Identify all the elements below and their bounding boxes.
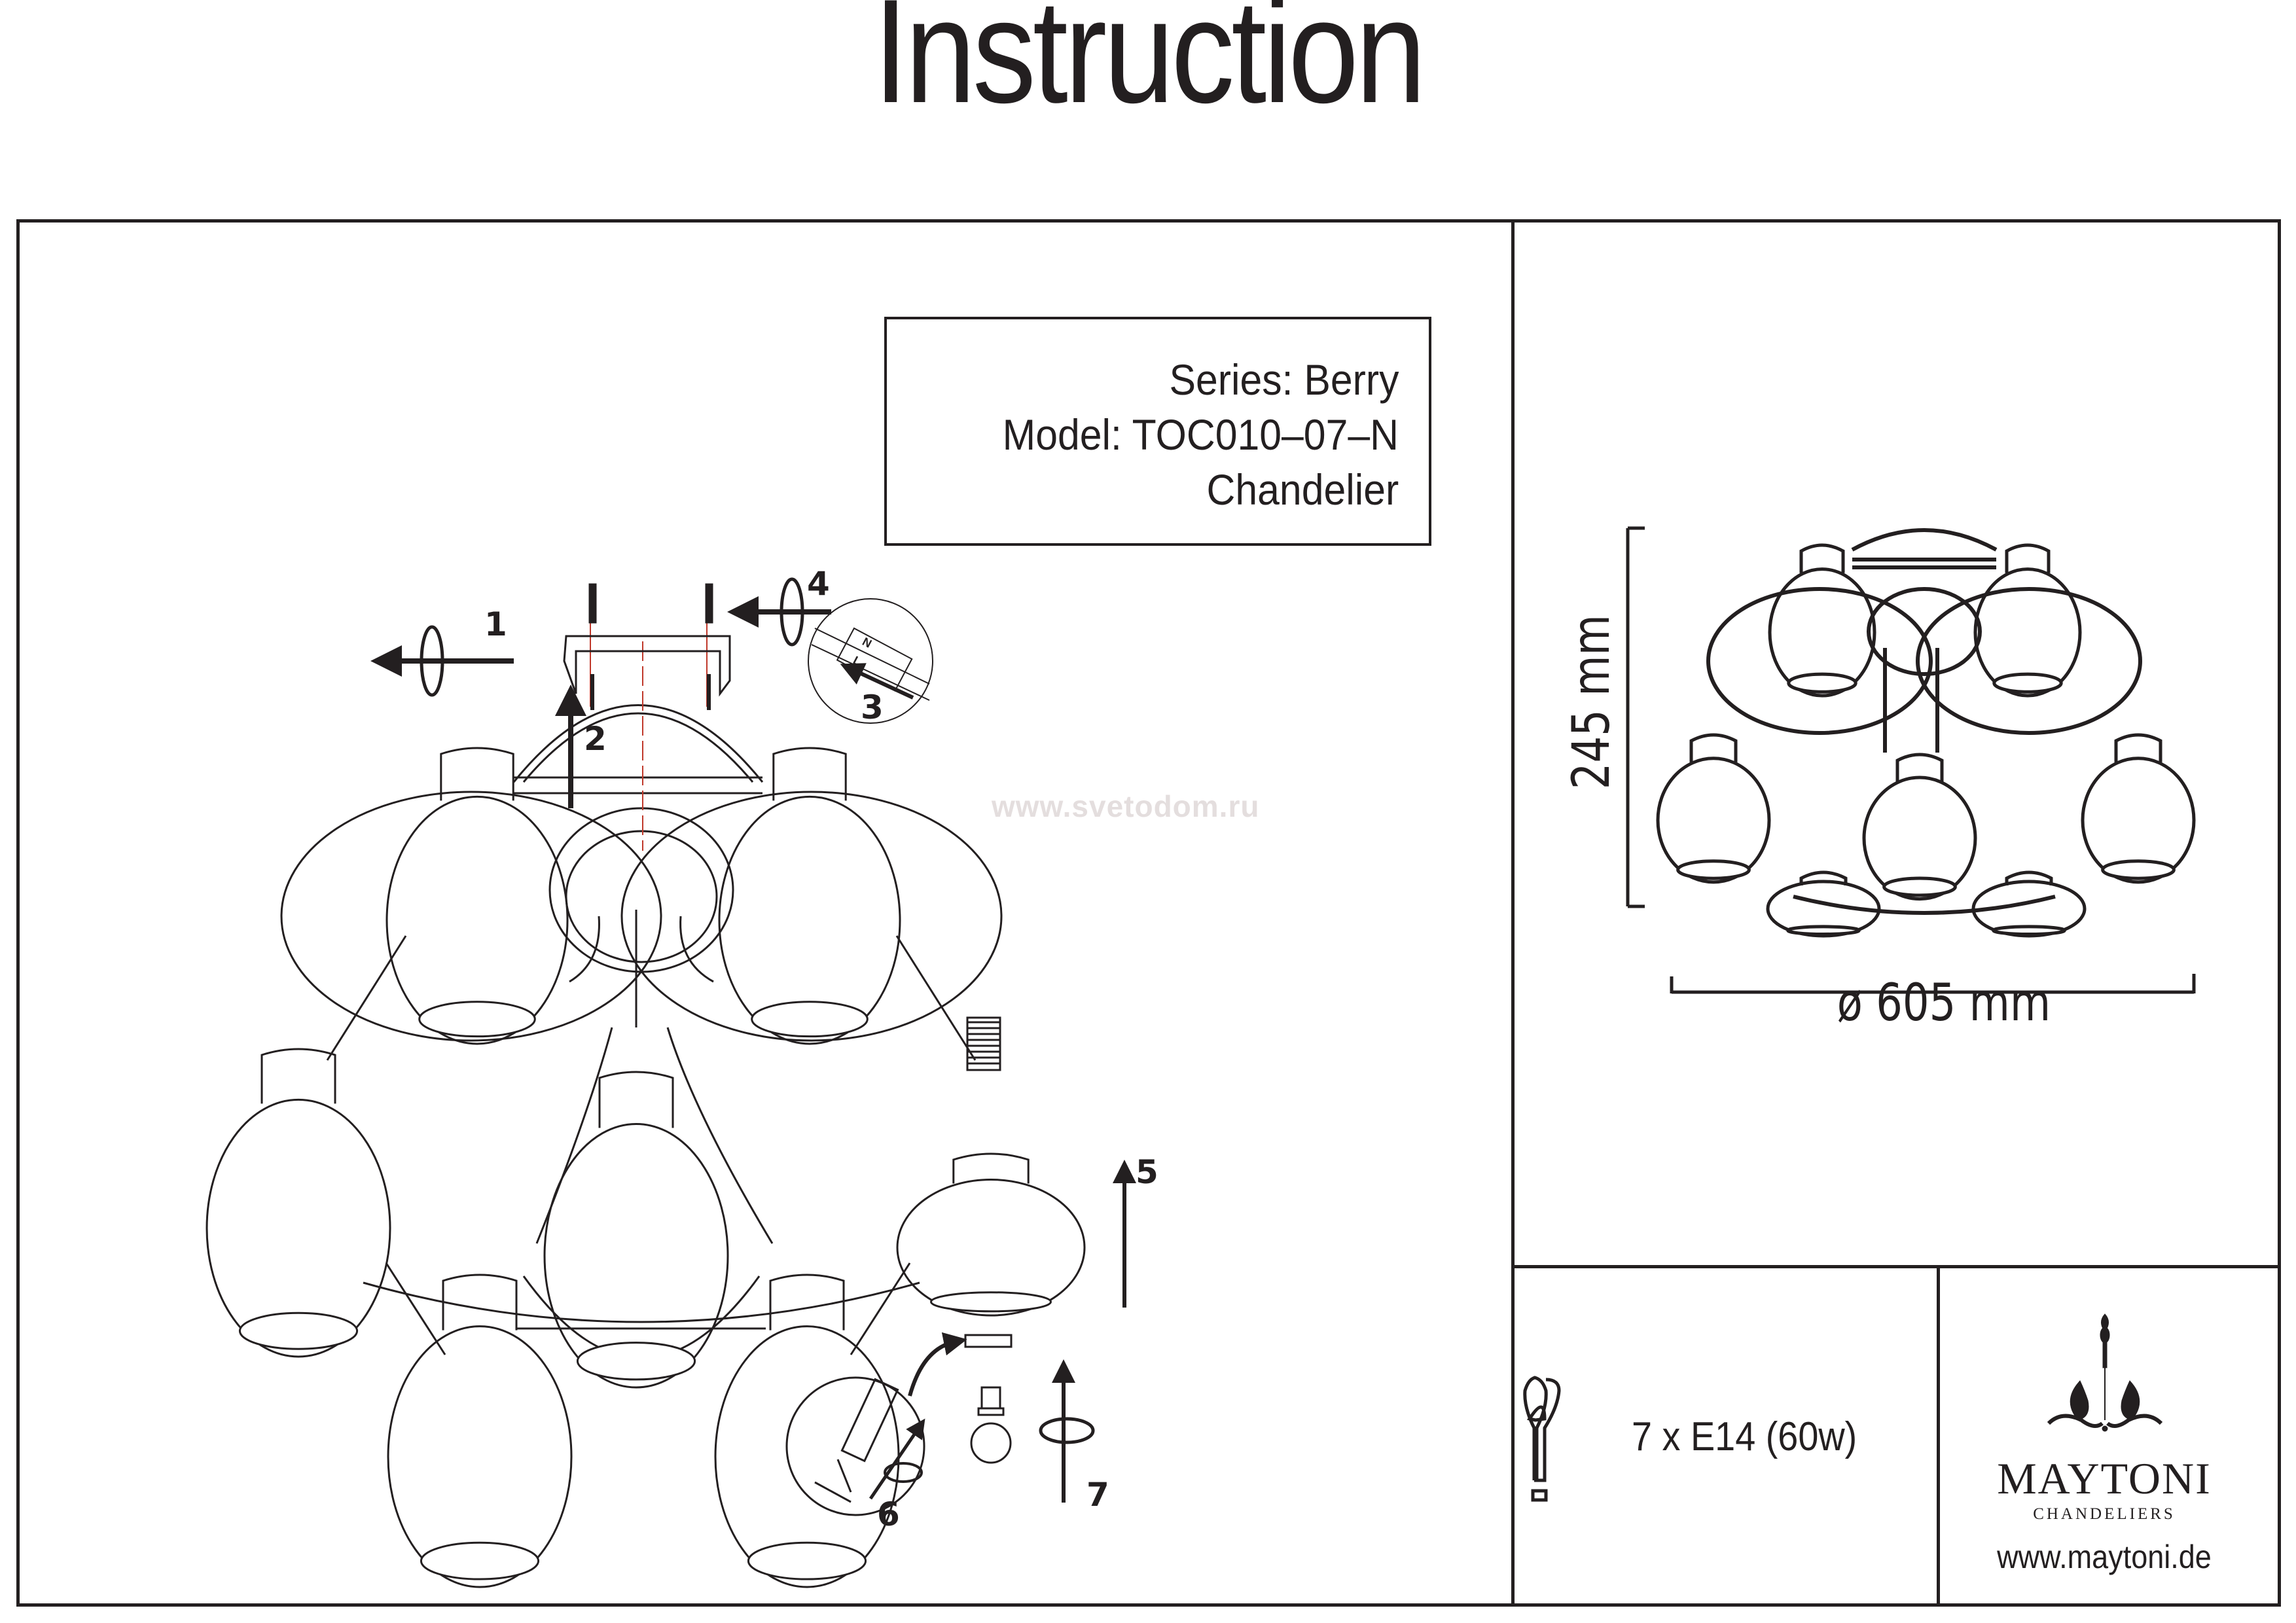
- watermark: www.svetodom.ru: [992, 789, 1260, 823]
- shade-bottom-right: [714, 1274, 900, 1588]
- panel-divider-bottom: [1937, 1265, 1940, 1607]
- shade-bottom-left: [387, 1274, 573, 1588]
- step-4-label: 4: [807, 565, 830, 603]
- brand-name: MAYTONI: [1997, 1454, 2212, 1503]
- brand-subtitle: CHANDELIERS: [2033, 1505, 2176, 1523]
- light-bulb-illustration: [970, 1386, 1012, 1464]
- shade-top-left: [386, 747, 569, 1045]
- terminal-block-detail: [808, 598, 933, 724]
- frame-ring-right: [620, 791, 1003, 1042]
- bulb-spec-label: 7 x E14 (60w): [1632, 1414, 1857, 1459]
- socket-thread: [966, 1016, 1001, 1071]
- dim-shade-bottom-left: [1766, 870, 1881, 938]
- shade-center: [543, 1071, 729, 1389]
- product-type-label: Chandelier: [1206, 465, 1399, 514]
- dim-shade-center: [1862, 753, 1977, 901]
- canopy-arc: [512, 704, 764, 783]
- mounting-bracket: [563, 583, 731, 710]
- shade-detached: [896, 1152, 1086, 1317]
- dim-shade-middle-right: [2081, 733, 2196, 884]
- diameter-dimension-label: ø 605 mm: [1837, 974, 2051, 1033]
- brand-url[interactable]: www.maytoni.de: [1997, 1539, 2212, 1575]
- frame-ring-left: [280, 791, 662, 1042]
- panel-divider-vertical: [1511, 219, 1515, 1607]
- step-1-label: 1: [484, 605, 507, 643]
- series-label: Series: Berry: [1169, 355, 1399, 404]
- page-title: Instruction: [873, 0, 1426, 134]
- step-arrows: [370, 577, 1136, 1503]
- retaining-ring: [964, 1334, 1013, 1348]
- step-5-label: 5: [1136, 1153, 1158, 1191]
- model-label: Model: TOC010–07–N: [1002, 410, 1399, 459]
- step-6-label: 6: [877, 1495, 900, 1533]
- dim-shade-top-left: [1768, 543, 1876, 698]
- panel-divider-horizontal: [1511, 1265, 2281, 1268]
- step-2-label: 2: [584, 720, 607, 758]
- dim-shade-middle-left: [1656, 733, 1771, 884]
- step-7-label: 7: [1086, 1476, 1109, 1514]
- product-info-box: Series: Berry Model: TOC010–07–N Chandel…: [884, 317, 1431, 546]
- shade-top-right: [718, 747, 901, 1045]
- instruction-frame: [16, 219, 2281, 1607]
- socket-detail: [785, 1376, 925, 1516]
- step-3-label: 3: [861, 688, 884, 726]
- dim-shade-top-right: [1973, 543, 2082, 698]
- shade-middle-left: [206, 1048, 391, 1358]
